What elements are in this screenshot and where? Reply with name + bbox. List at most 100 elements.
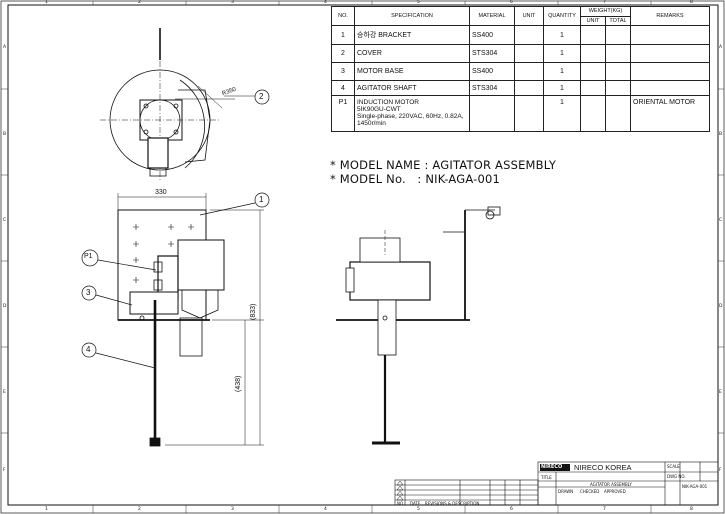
col-material: MATERIAL: [469, 6, 515, 26]
project-title: AGITATOR ASSEMBLY: [590, 482, 632, 487]
row-no: 2: [331, 44, 355, 63]
row-no: 1: [331, 25, 355, 45]
grid-col-4: 4: [324, 0, 327, 5]
row-remarks: ORIENTAL MOTOR: [630, 95, 710, 132]
cover-box: [177, 239, 225, 291]
grid-col-3: 3: [231, 0, 234, 5]
col-unit: UNIT: [514, 6, 544, 26]
company-name: NIRECO KOREA: [574, 463, 632, 472]
grid-col-1-bottom: 1: [45, 507, 48, 512]
col-quantity: QUANTITY: [543, 6, 581, 26]
title-label: TITLE: [541, 475, 552, 480]
callout-2-bubble: [254, 89, 270, 105]
row-spec: MOTOR BASE: [354, 62, 470, 81]
grid-row-b: B: [3, 132, 7, 137]
grid-col-6-bottom: 6: [510, 507, 513, 512]
row-spec: COVER: [354, 44, 470, 63]
dimension-height-total: (833): [250, 303, 257, 320]
row-qty: 1: [543, 44, 581, 63]
grid-row-d: D: [3, 304, 7, 309]
motor-spec-line2: 5IK90GU-CWT: [357, 106, 401, 113]
row-qty: 1: [543, 62, 581, 81]
bom-row: 1 승하강 BRACKET SS400 1: [331, 25, 710, 45]
dimension-height-shaft: (438): [235, 375, 242, 392]
row-remarks: [630, 62, 710, 81]
row-material: SS400: [469, 25, 515, 45]
callout-3-label: 3: [86, 288, 91, 297]
approved-label: APPROVED: [604, 489, 626, 494]
grid-row-e-right: E: [719, 390, 722, 395]
row-remarks: [630, 44, 710, 63]
row-material: [469, 95, 515, 132]
row-no: P1: [331, 95, 355, 132]
grid-col-6: 6: [510, 0, 513, 5]
callout-4-label: 4: [86, 345, 91, 354]
row-no: 4: [331, 80, 355, 96]
grid-row-f: F: [3, 468, 6, 473]
motor-block-top: [147, 137, 169, 169]
revisions-label: REVISIONS & DESCRIPTION: [425, 501, 480, 506]
scale-label: SCALE: [667, 464, 680, 469]
callout-3-bubble: [81, 285, 97, 301]
row-material: STS304: [469, 44, 515, 63]
row-qty: 1: [543, 25, 581, 45]
grid-col-1: 1: [45, 0, 48, 5]
grid-col-5: 5: [417, 0, 420, 5]
row-unit: [514, 80, 544, 96]
model-number: * MODEL No. : NIK-AGA-001: [330, 172, 501, 186]
grid-col-2: 2: [138, 0, 141, 5]
row-remarks: [630, 25, 710, 45]
col-weight-total: TOTAL: [605, 15, 631, 26]
bom-motor-row: P1 INDUCTION MOTOR 5IK90GU-CWT Single-ph…: [331, 95, 710, 132]
dimension-width: 330: [155, 189, 167, 196]
callout-4-bubble: [81, 342, 97, 358]
grid-col-3-bottom: 3: [231, 507, 234, 512]
bom-row: 4 AGITATOR SHAFT STS304 1: [331, 80, 710, 96]
row-unit: [514, 25, 544, 45]
motor-spec-line3: Single-phase, 220VAC, 60Hz, 0.82A, 1450r…: [357, 113, 464, 127]
motor-side: [349, 261, 431, 301]
row-spec: INDUCTION MOTOR 5IK90GU-CWT Single-phase…: [354, 95, 470, 132]
company-logo: [540, 464, 570, 471]
row-no: 3: [331, 62, 355, 81]
grid-row-a-right: A: [719, 45, 723, 50]
grid-col-8-bottom: 8: [690, 507, 693, 512]
row-qty: 1: [543, 95, 581, 132]
front-view: [117, 193, 264, 447]
grid-row-a: A: [3, 45, 7, 50]
row-unit: [514, 44, 544, 63]
grid-row-c-right: C: [719, 218, 723, 223]
row-spec: AGITATOR SHAFT: [354, 80, 470, 96]
revision-no-label: NO.: [397, 501, 405, 506]
row-material: SS400: [469, 62, 515, 81]
grid-col-8: 8: [690, 0, 693, 5]
date-label: DATE: [410, 501, 421, 506]
callout-2-label: 2: [259, 92, 264, 101]
title-block-lines: [394, 461, 719, 506]
row-unit: [514, 62, 544, 81]
motor-spec-line1: INDUCTION MOTOR: [357, 99, 419, 106]
revision-triangles: [396, 480, 404, 501]
bom-row: 2 COVER STS304 1: [331, 44, 710, 63]
grid-row-e: E: [3, 390, 6, 395]
col-weight: WEIGHT(KG): [580, 6, 631, 17]
row-spec: 승하강 BRACKET: [354, 25, 470, 45]
row-material: STS304: [469, 80, 515, 96]
top-view: [100, 28, 255, 180]
row-qty: 1: [543, 80, 581, 96]
callouts: [81, 89, 270, 369]
logo-text: NIRECO: [541, 464, 563, 470]
bom-header-row: NO. SPECIFICATION MATERIAL UNIT QUANTITY…: [331, 6, 710, 26]
drawn-label: DRAWN: [558, 489, 574, 494]
side-view: [336, 206, 501, 445]
grid-col-4-bottom: 4: [324, 507, 327, 512]
row-remarks: [630, 80, 710, 96]
bom-row: 3 MOTOR BASE SS400 1: [331, 62, 710, 81]
callout-p1-label: P1: [84, 253, 93, 260]
callout-1-label: 1: [259, 195, 264, 204]
dwg-label: DWG NO.: [667, 474, 686, 479]
col-weight-unit: UNIT: [580, 15, 606, 26]
